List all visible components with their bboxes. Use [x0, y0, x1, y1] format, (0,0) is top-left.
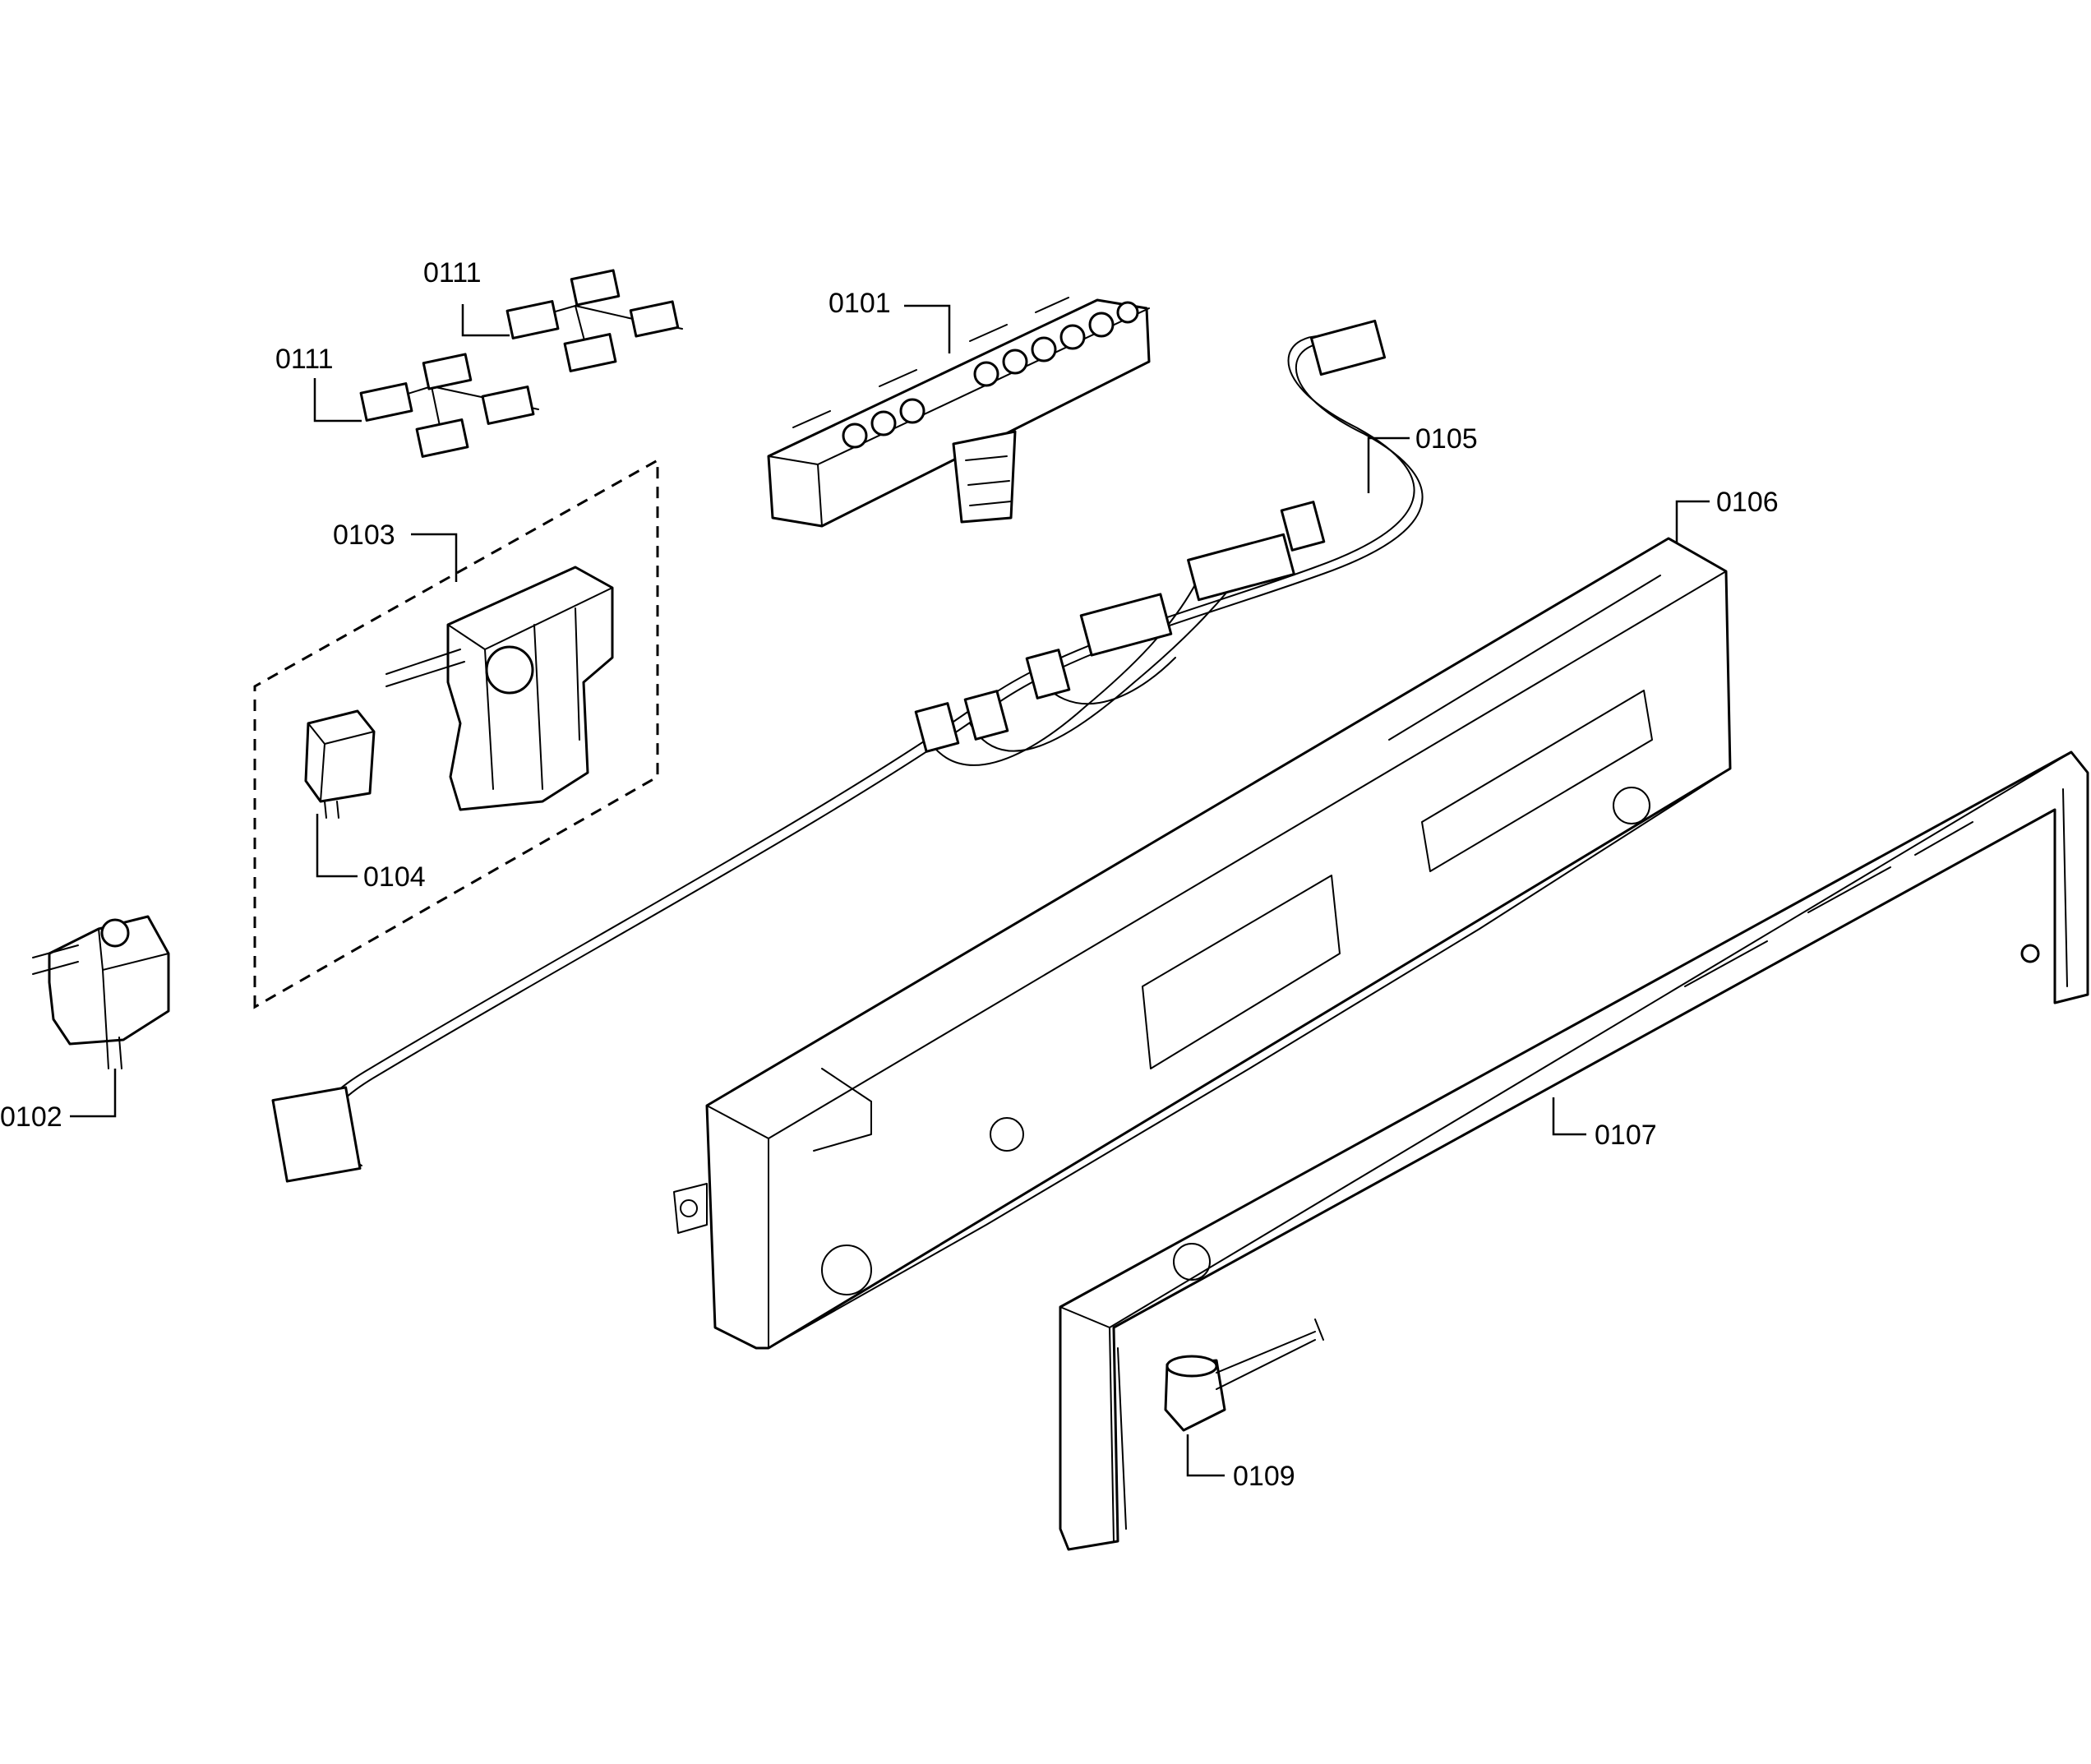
part-0103-door-latch[interactable]: [385, 566, 614, 811]
part-0101-control-module[interactable]: [767, 297, 1151, 528]
callout-0109: 0109: [1233, 1461, 1295, 1492]
part-0111-clip-set-lower[interactable]: [359, 353, 539, 458]
part-0104-micro-switch[interactable]: [304, 709, 376, 819]
callout-0104: 0104: [363, 861, 426, 893]
leader-0111-upper: [461, 304, 510, 337]
assembly-group-outline: [253, 458, 659, 1009]
leader-0102: [70, 1069, 117, 1118]
part-0107-trim-strip[interactable]: [1059, 750, 2089, 1551]
leader-0107: [1552, 1097, 1586, 1136]
callout-0101: 0101: [829, 288, 891, 319]
callout-0102: 0102: [0, 1101, 62, 1133]
leader-0103: [411, 533, 458, 582]
part-0102-sensor[interactable]: [32, 915, 170, 1069]
leader-0101: [904, 304, 951, 353]
part-0109-light-pipe[interactable]: [1164, 1318, 1324, 1432]
callout-0103: 0103: [333, 520, 395, 551]
control-module-buttons: [842, 301, 1139, 449]
leader-0111-lower: [313, 378, 362, 423]
part-0105-wire-harness[interactable]: [271, 319, 1424, 1183]
callout-0106: 0106: [1716, 487, 1779, 518]
callout-0111-upper: 0111: [423, 257, 482, 289]
leader-0109: [1186, 1434, 1225, 1477]
callout-0105: 0105: [1415, 423, 1478, 455]
leader-0105: [1367, 436, 1410, 493]
part-0111-clip-set-upper[interactable]: [505, 269, 683, 372]
leader-0106: [1675, 500, 1710, 543]
part-0106-panel-frame[interactable]: [673, 537, 1732, 1350]
callout-0111-lower: 0111: [275, 344, 334, 375]
callout-0107: 0107: [1595, 1120, 1657, 1151]
leader-0104: [316, 814, 358, 878]
